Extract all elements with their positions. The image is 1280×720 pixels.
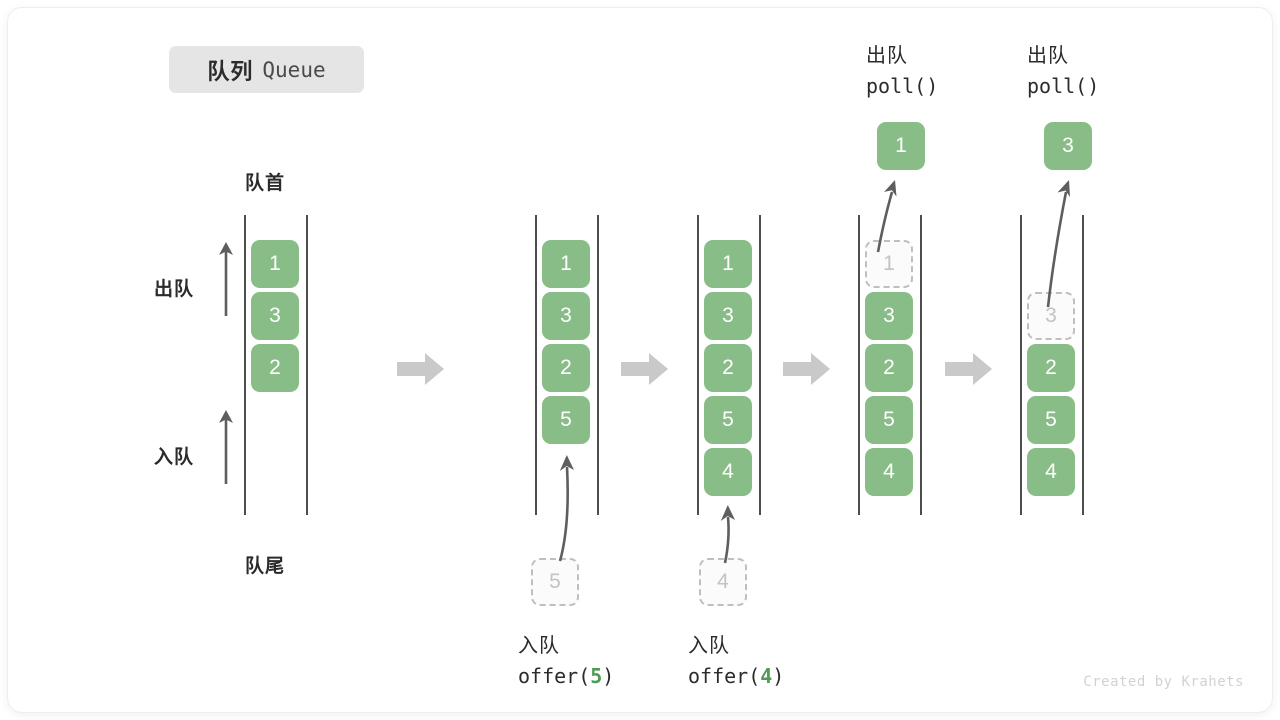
queue-element: 5: [1027, 396, 1075, 444]
caption-enqueue-4-arg: 4: [760, 664, 773, 688]
queue-element: 1: [542, 240, 590, 288]
diagram-title-badge: 队列 Queue: [169, 46, 364, 93]
enqueue-flow-curved-arrow-icon: [706, 495, 756, 565]
caption-enqueue-4-cn: 入队: [688, 635, 730, 657]
step-arrow-right-icon: [945, 351, 993, 387]
queue-element: 4: [1027, 448, 1075, 496]
diagram-card: 队列 Queue 1 3 2 队首 队尾 出队 入队 1 3: [8, 8, 1272, 712]
caption-enqueue-5-cn: 入队: [518, 635, 560, 657]
queue-element: 3: [704, 292, 752, 340]
queue-rail-left: [697, 215, 699, 515]
popped-element: 1: [877, 122, 925, 170]
pending-enqueue-element: 4: [699, 558, 747, 606]
queue-rail-right: [306, 215, 308, 515]
queue-rail-right: [597, 215, 599, 515]
queue-column-after-poll-3: 3 2 5 4: [1020, 215, 1084, 515]
queue-element: 2: [704, 344, 752, 392]
popped-element: 3: [1044, 122, 1092, 170]
caption-enqueue-5-code: offer(5): [518, 664, 615, 688]
enqueue-arrow-up-icon: [216, 408, 236, 484]
queue-element-removed: 1: [865, 240, 913, 288]
label-poll-3-code: poll(): [1027, 74, 1100, 98]
queue-column-after-poll-1: 1 3 2 5 4: [858, 215, 922, 515]
queue-column-after-offer-5: 1 3 2 5: [535, 215, 599, 515]
step-arrow-right-icon: [397, 351, 445, 387]
queue-element: 4: [865, 448, 913, 496]
queue-element: 5: [865, 396, 913, 444]
queue-element: 2: [1027, 344, 1075, 392]
poll-flow-curved-arrow-icon: [1028, 174, 1088, 309]
queue-element: 5: [704, 396, 752, 444]
label-poll-1-cn: 出队: [866, 45, 908, 67]
enqueue-flow-curved-arrow-icon: [538, 443, 598, 563]
queue-rail-left: [858, 215, 860, 515]
queue-rail-left: [244, 215, 246, 515]
queue-element: 3: [865, 292, 913, 340]
queue-rail-right: [759, 215, 761, 515]
label-queue-head: 队首: [245, 173, 286, 194]
pending-enqueue-element: 5: [531, 558, 579, 606]
queue-element: 2: [251, 344, 299, 392]
queue-rail-left: [535, 215, 537, 515]
queue-rail-right: [1082, 215, 1084, 515]
caption-enqueue-5-arg: 5: [590, 664, 603, 688]
queue-element: 2: [865, 344, 913, 392]
step-arrow-right-icon: [621, 351, 669, 387]
step-arrow-right-icon: [783, 351, 831, 387]
queue-element: 1: [704, 240, 752, 288]
queue-element: 2: [542, 344, 590, 392]
title-cn: 队列: [207, 58, 254, 84]
queue-element: 1: [251, 240, 299, 288]
queue-element-new: 4: [704, 448, 752, 496]
label-queue-tail: 队尾: [245, 556, 286, 577]
queue-rail-left: [1020, 215, 1022, 515]
queue-element: 3: [251, 292, 299, 340]
watermark: Created by Krahets: [1083, 674, 1244, 690]
label-poll-3-cn: 出队: [1027, 45, 1069, 67]
queue-element-new: 5: [542, 396, 590, 444]
dequeue-arrow-up-icon: [216, 240, 236, 316]
queue-column-initial: 1 3 2: [244, 215, 308, 515]
caption-enqueue-4-code: offer(4): [688, 664, 785, 688]
label-enqueue-direction: 入队: [154, 447, 195, 468]
label-dequeue-direction: 出队: [154, 279, 195, 300]
queue-column-after-offer-4: 1 3 2 5 4: [697, 215, 761, 515]
poll-flow-curved-arrow-icon: [866, 174, 916, 254]
queue-element-removed: 3: [1027, 292, 1075, 340]
queue-rail-right: [920, 215, 922, 515]
label-poll-1-code: poll(): [866, 74, 939, 98]
title-en: Queue: [262, 57, 326, 82]
queue-element: 3: [542, 292, 590, 340]
